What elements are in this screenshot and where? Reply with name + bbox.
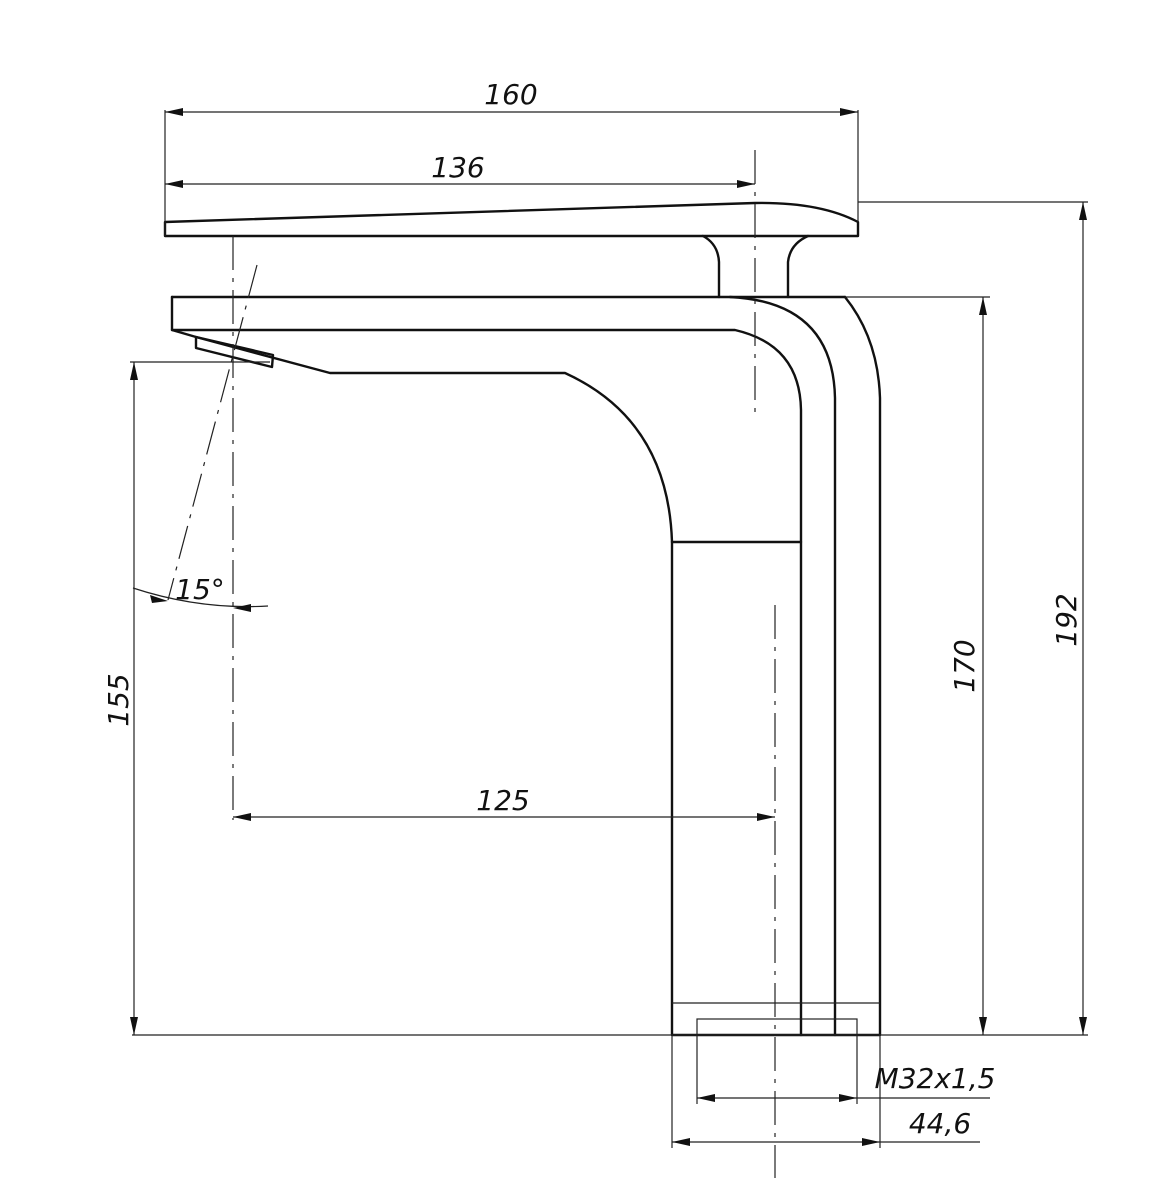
arrow: [840, 108, 858, 116]
spout-axis-angled: [167, 264, 258, 601]
arrow: [233, 813, 251, 821]
lever-stem: [786, 234, 810, 299]
arrow: [165, 180, 183, 188]
arrow: [130, 1017, 138, 1035]
dim-base-width: 44,6: [909, 1107, 971, 1140]
dimension-labels: 160 136 192 170 155 125 15° M32x1,5 44,6: [102, 78, 1083, 1140]
arrow: [979, 297, 987, 315]
dim-spout-angle: 15°: [175, 573, 225, 606]
extension-lines: [130, 110, 1088, 1148]
spout-inner-line: [170, 328, 803, 1037]
dimension-lines: [130, 108, 1087, 1146]
arrow: [1079, 202, 1087, 220]
dim-arc-spout-angle: [132, 587, 269, 608]
dim-overall-length: 160: [484, 78, 537, 111]
arrow: [1079, 1017, 1087, 1035]
body-curve-outer: [843, 295, 882, 1037]
arrow: [165, 108, 183, 116]
center-lines: [167, 150, 776, 1178]
arrow: [979, 1017, 987, 1035]
lever-stem: [701, 234, 721, 299]
aerator: [194, 335, 275, 369]
arrow: [130, 362, 138, 380]
lever-handle: [163, 201, 860, 238]
faucet-outline: [163, 201, 882, 1037]
dim-thread: M32x1,5: [875, 1062, 996, 1095]
arrow: [697, 1094, 715, 1102]
arrow: [233, 604, 251, 612]
arrow: [839, 1094, 857, 1102]
dim-total-height: 192: [1050, 593, 1083, 646]
body-curve-middle: [728, 295, 837, 1037]
dim-lever-length: 136: [431, 151, 484, 184]
arrow: [862, 1138, 880, 1146]
arrow: [737, 180, 755, 188]
dim-spout-reach: 125: [476, 784, 529, 817]
arrow: [672, 1138, 690, 1146]
arrow: [150, 595, 168, 603]
dim-spout-height: 155: [102, 673, 135, 726]
arrow: [757, 813, 775, 821]
spout-tip: [170, 295, 674, 544]
thread-shank: [696, 1018, 858, 1036]
dim-body-height: 170: [948, 639, 981, 692]
